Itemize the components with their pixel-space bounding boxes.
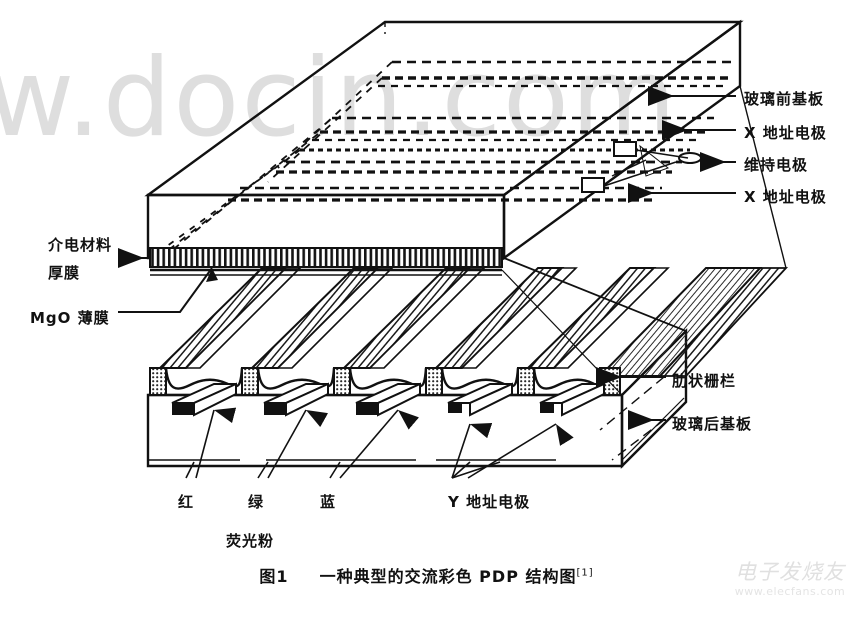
figure-caption: 图1 一种典型的交流彩色 PDP 结构图[1] (0, 563, 853, 587)
label-dielectric-material-line1: 介电材料 (48, 236, 113, 254)
label-front-glass-substrate: 玻璃前基板 (744, 90, 825, 108)
label-phosphor-green: 绿 (248, 493, 265, 511)
label-x-address-electrode-upper: X 地址电极 (744, 124, 827, 142)
elecfans-url-text: www.elecfans.com (734, 585, 846, 598)
label-mgo-thin-film: MgO 薄膜 (30, 309, 110, 327)
y-address-electrode-bars (171, 382, 605, 417)
callout-leaders (118, 86, 736, 479)
elecfans-brand-text: 电子发烧友 (735, 560, 845, 584)
phosphor-leader-arrows (195, 407, 574, 479)
label-x-address-electrode-lower: X 地址电极 (744, 188, 827, 206)
rib-barriers-receding (157, 267, 789, 377)
label-rear-glass-substrate: 玻璃后基板 (672, 415, 753, 433)
front-plate-guide-lines (155, 61, 393, 255)
label-phosphor-red: 红 (178, 493, 195, 511)
elecfans-watermark: 电子发烧友 www.elecfans.com (731, 559, 849, 621)
label-phosphor-blue: 蓝 (320, 493, 337, 511)
label-y-address-electrode: Y 地址电极 (448, 493, 531, 511)
figure-reference-mark: [1] (576, 567, 594, 579)
figure-number: 图1 (259, 567, 289, 586)
figure-title: 一种典型的交流彩色 PDP 结构图 (319, 567, 577, 586)
label-rib-barrier: 肋状栅栏 (672, 372, 737, 390)
dielectric-thick-film-band (149, 247, 503, 276)
label-phosphor-powder: 荧光粉 (226, 532, 275, 550)
electrode-cross-section-detail (581, 141, 702, 193)
label-dielectric-material-line2: 厚膜 (48, 264, 81, 282)
label-sustain-electrode: 维持电极 (744, 156, 809, 174)
